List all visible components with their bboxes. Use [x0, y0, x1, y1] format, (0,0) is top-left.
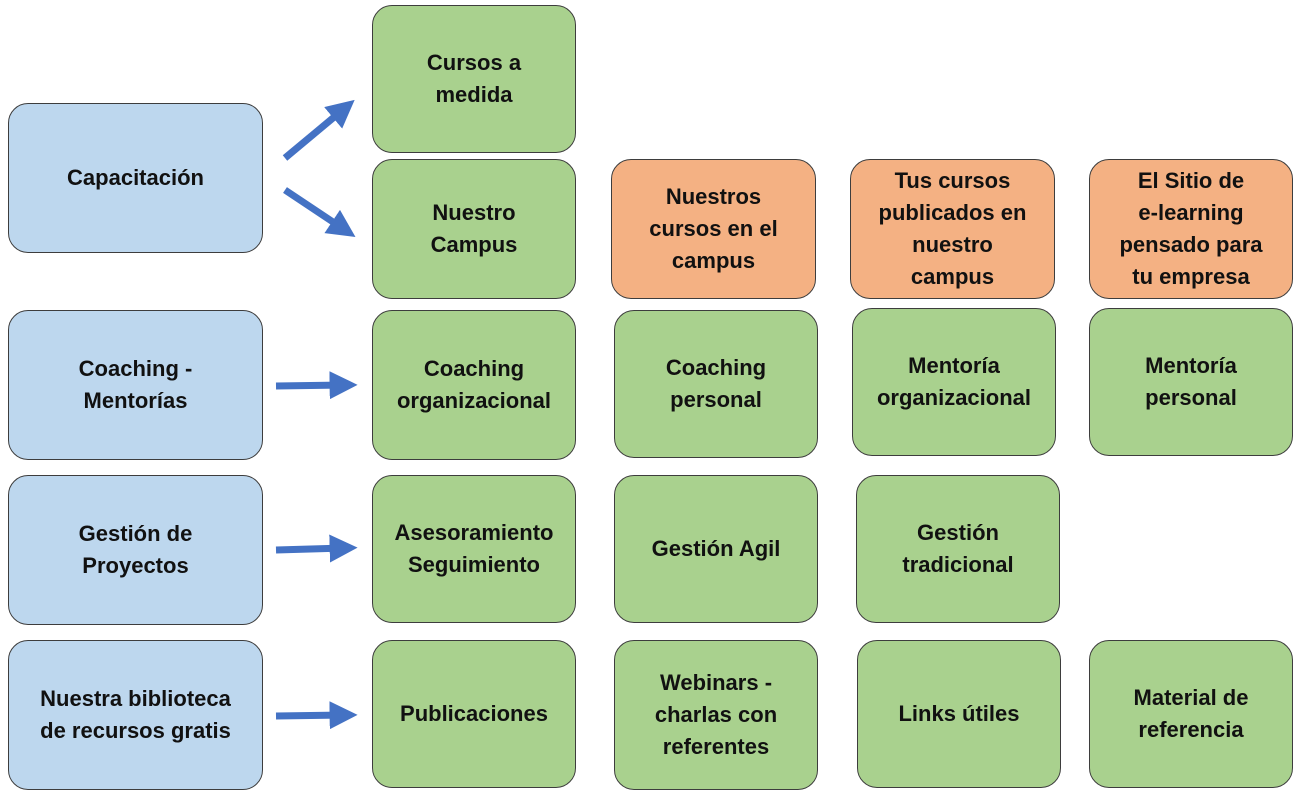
arrow-capacitacion-to-cursos [282, 99, 355, 161]
category-coaching-mentorias: Coaching - Mentorías [8, 310, 263, 460]
service-links-utiles: Links útiles [857, 640, 1061, 788]
category-capacitacion: Capacitación [8, 103, 263, 253]
campus-option-sitio-elearning: El Sitio de e-learning pensado para tu e… [1089, 159, 1293, 299]
service-mentoria-personal: Mentoría personal [1089, 308, 1293, 456]
service-coaching-organizacional: Coaching organizacional [372, 310, 576, 460]
service-material-referencia: Material de referencia [1089, 640, 1293, 788]
service-coaching-personal: Coaching personal [614, 310, 818, 458]
category-biblioteca: Nuestra biblioteca de recursos gratis [8, 640, 263, 790]
arrow-biblioteca [275, 701, 358, 730]
arrow-capacitacion-to-campus [283, 187, 356, 237]
campus-option-tus-cursos: Tus cursos publicados en nuestro campus [850, 159, 1055, 299]
campus-option-nuestros-cursos: Nuestros cursos en el campus [611, 159, 816, 299]
category-gestion-proyectos: Gestión de Proyectos [8, 475, 263, 625]
service-asesoramiento: Asesoramiento Seguimiento [372, 475, 576, 623]
service-gestion-agil: Gestión Agil [614, 475, 818, 623]
service-cursos-a-medida: Cursos a medida [372, 5, 576, 153]
service-gestion-tradicional: Gestión tradicional [856, 475, 1060, 623]
service-mentoria-organizacional: Mentoría organizacional [852, 308, 1056, 456]
service-webinars: Webinars - charlas con referentes [614, 640, 818, 790]
arrow-coaching [275, 371, 358, 400]
service-publicaciones: Publicaciones [372, 640, 576, 788]
service-nuestro-campus: Nuestro Campus [372, 159, 576, 299]
arrow-gestion [275, 534, 358, 563]
